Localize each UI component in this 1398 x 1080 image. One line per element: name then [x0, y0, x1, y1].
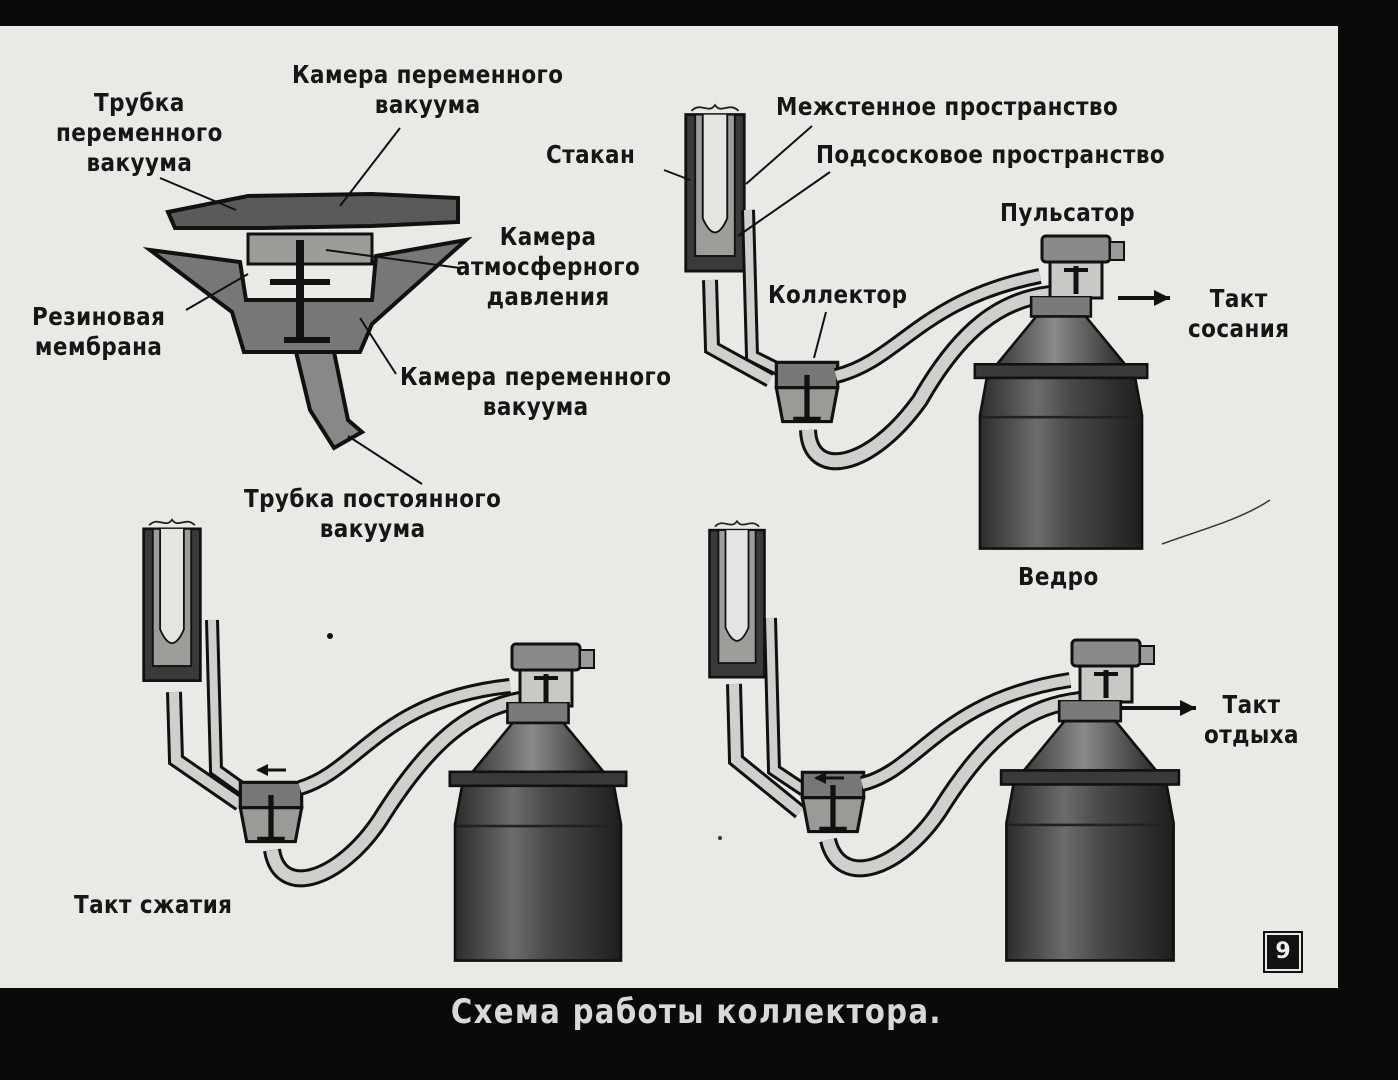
- squeeze-stroke-assembly: [142, 518, 628, 962]
- rest-stroke-assembly: [708, 519, 1196, 962]
- label-interwall-space: Межстенное пространство: [776, 92, 1119, 121]
- slide-caption: Схема работы коллектора.: [450, 992, 942, 1032]
- label-chamber-variable-top: Камера переменного вакуума: [292, 60, 564, 119]
- label-tube-variable-vacuum: Трубка переменного вакуума: [56, 88, 223, 177]
- label-chamber-variable-bottom: Камера переменного вакуума: [400, 362, 672, 421]
- label-chamber-atmospheric: Камера атмосферного давления: [456, 222, 641, 311]
- label-squeeze-stroke: Такт сжатия: [74, 890, 233, 919]
- label-rubber-membrane: Резиновая мембрана: [32, 302, 166, 361]
- frame-number-badge: 9: [1263, 931, 1303, 973]
- label-subteat-space: Подсосковое пространство: [816, 140, 1166, 169]
- label-suck-stroke: Такт сосания: [1188, 284, 1290, 343]
- collector-cross-section: [142, 127, 473, 485]
- label-cup: Стакан: [546, 140, 636, 169]
- label-pulsator: Пульсатор: [1000, 198, 1136, 227]
- label-collector: Коллектор: [768, 280, 908, 309]
- label-tube-constant-vacuum: Трубка постоянного вакуума: [244, 484, 502, 543]
- suck-stroke-assembly: [663, 103, 1271, 551]
- label-bucket: Ведро: [1018, 562, 1099, 591]
- label-rest-stroke: Такт отдыха: [1204, 690, 1300, 749]
